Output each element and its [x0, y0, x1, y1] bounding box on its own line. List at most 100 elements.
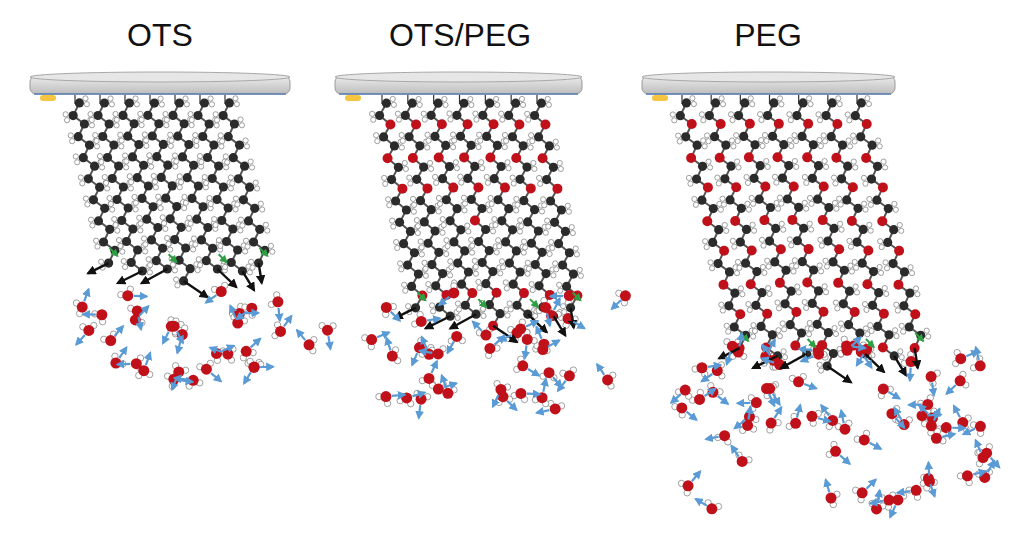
water-oxygen — [515, 388, 526, 399]
motion-arrow — [547, 313, 550, 326]
hydrogen-atom — [494, 250, 499, 255]
carbon-atom — [497, 162, 506, 171]
motion-arrow — [774, 407, 781, 418]
carbon-atom — [202, 256, 211, 265]
hydrogen-atom — [818, 269, 823, 274]
hydrogen-atom — [141, 236, 146, 241]
oxygen-atom — [703, 182, 713, 192]
hydrogen-atom — [265, 228, 270, 233]
carbon-atom — [828, 98, 837, 107]
carbon-atom — [399, 239, 408, 248]
hydrogen-atom — [908, 265, 913, 270]
hydrogen-atom — [470, 250, 475, 255]
hydrogen-atom — [245, 244, 250, 249]
carbon-atom — [99, 237, 108, 246]
carbon-atom — [858, 259, 867, 268]
hydrogen-atom — [428, 166, 433, 171]
hydrogen-atom — [686, 175, 691, 180]
motion-arrow — [748, 407, 750, 420]
carbon-atom — [531, 260, 540, 269]
carbon-atom — [427, 111, 436, 120]
carbon-atom — [693, 141, 702, 150]
hydrogen-atom — [862, 302, 867, 307]
carbon-atom — [508, 132, 517, 141]
oxygen-atom — [831, 153, 841, 163]
water-oxygen — [859, 434, 870, 445]
motion-arrow — [447, 342, 453, 353]
carbon-atom — [546, 196, 555, 205]
hydrogen-atom — [514, 196, 519, 201]
hydrogen-atom — [802, 200, 807, 205]
hydrogen-atom — [481, 313, 486, 318]
carbon-atom — [229, 153, 238, 162]
contact-pad — [345, 95, 361, 101]
hydrogen-atom — [502, 132, 507, 137]
carbon-atom — [829, 224, 838, 233]
carbon-atom — [821, 111, 830, 120]
carbon-atom — [387, 175, 396, 184]
oxygen-atom — [747, 246, 757, 256]
hydrogen-atom — [500, 265, 505, 270]
water-oxygen — [497, 391, 508, 402]
hydrogen-atom — [505, 313, 510, 318]
hydrogen-atom — [762, 132, 767, 137]
hydrogen-atom — [729, 138, 734, 143]
hydrogen-atom — [116, 238, 121, 243]
hydrogen-atom — [138, 221, 143, 226]
hydrogen-atom — [108, 96, 113, 101]
hydrogen-atom — [163, 226, 168, 231]
motion-arrow — [550, 295, 563, 298]
carbon-atom — [485, 99, 494, 108]
motion-arrow — [553, 377, 562, 387]
water-oxygen — [448, 287, 459, 298]
oxygen-atom — [802, 278, 812, 288]
hydrogen-atom — [862, 201, 867, 206]
hydrogen-atom — [423, 273, 428, 278]
hydrogen-layer — [63, 96, 993, 511]
motion-arrow — [260, 248, 268, 256]
hydrogen-atom — [168, 143, 173, 148]
hydrogen-atom — [146, 257, 151, 262]
hydrogen-atom — [456, 307, 461, 312]
carbon-atom — [501, 237, 510, 246]
water-oxygen — [620, 290, 631, 301]
motion-arrow — [139, 306, 148, 315]
hydrogen-atom — [441, 222, 446, 227]
motion-arrow — [115, 326, 123, 336]
hydrogen-atom — [97, 154, 102, 159]
hydrogen-atom — [193, 242, 198, 247]
hydrogen-atom — [243, 249, 248, 254]
hydrogen-atom — [75, 160, 80, 165]
carbon-atom — [797, 132, 806, 141]
chain-bond — [680, 103, 745, 348]
hydrogen-atom — [553, 139, 558, 144]
motion-arrow — [419, 351, 432, 353]
hydrogen-atom — [178, 180, 183, 185]
water-oxygen — [975, 421, 986, 432]
hydrogen-atom — [670, 112, 675, 117]
hydrogen-atom — [804, 180, 809, 185]
hydrogen-atom — [532, 166, 537, 171]
carbon-atom — [142, 215, 151, 224]
carbon-atom — [781, 266, 790, 275]
motion-arrow — [134, 295, 147, 298]
hydrogen-atom — [247, 270, 252, 275]
carbon-atom — [438, 269, 447, 278]
hydrogen-atom — [238, 228, 243, 233]
oxygen-atom — [422, 183, 432, 193]
motion-arrow — [222, 346, 234, 351]
hydrogen-atom — [794, 264, 799, 269]
water-oxygen — [77, 302, 88, 313]
carbon-atom — [114, 161, 123, 170]
motion-arrow — [597, 364, 604, 375]
hydrogen-atom — [833, 331, 838, 336]
hydrogen-atom — [93, 133, 98, 138]
water-oxygen — [694, 394, 705, 405]
hydrogen-atom — [893, 207, 898, 212]
hydrogen-atom — [782, 355, 787, 360]
hydrogen-atom — [895, 308, 900, 313]
motion-arrow — [119, 347, 126, 358]
motion-arrow — [118, 271, 143, 283]
water-oxygen — [201, 364, 212, 375]
